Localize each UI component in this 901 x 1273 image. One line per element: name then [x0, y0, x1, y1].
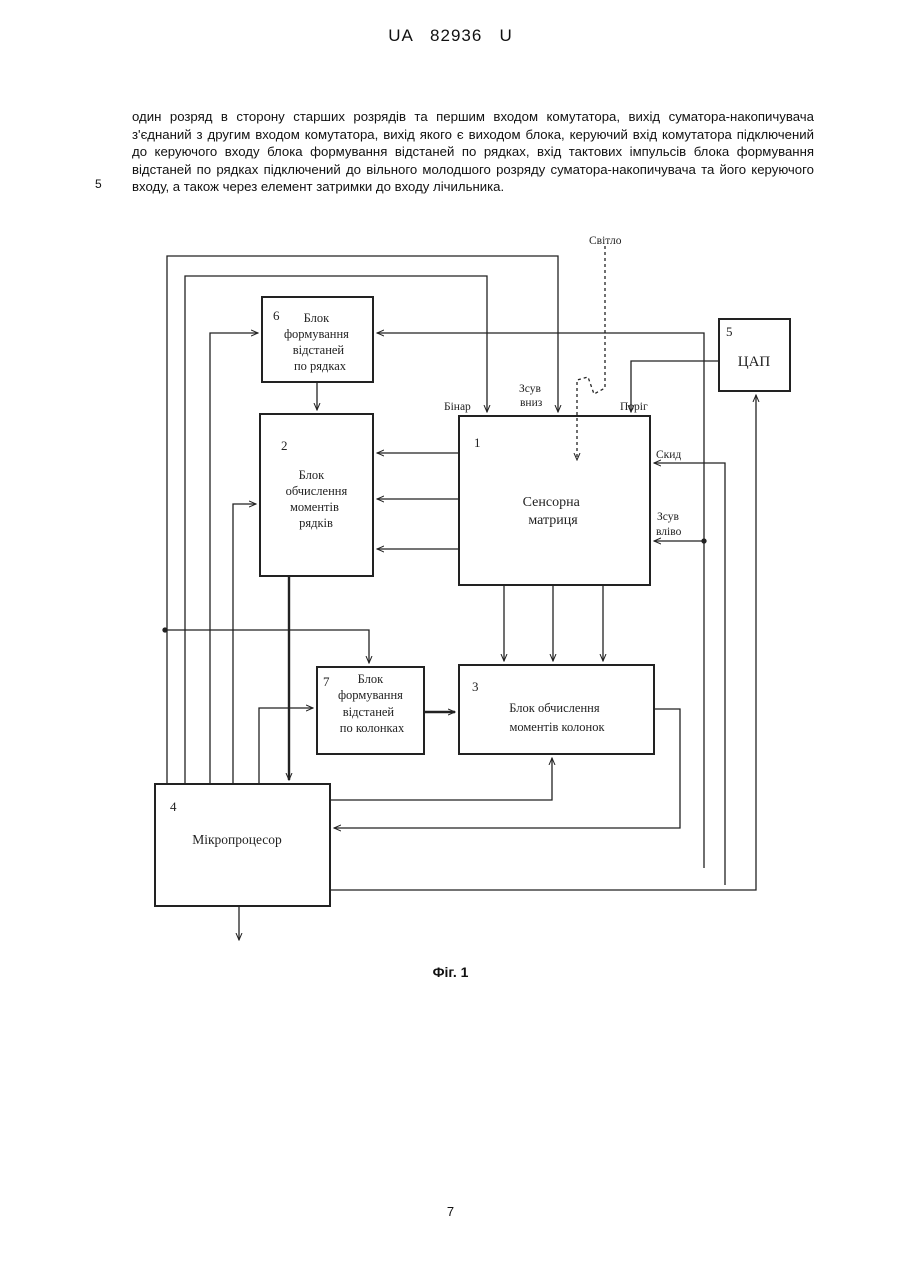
- port-shift-left-2: вліво: [656, 526, 682, 538]
- bus-line-to-2: [233, 504, 256, 784]
- port-binar: Бінар: [444, 401, 471, 413]
- port-shift-left-1: Зсув: [657, 511, 679, 523]
- block-7-label: Блок формування відстаней по колонках: [338, 672, 406, 735]
- port-shift-down-2: вниз: [520, 397, 543, 409]
- block-1-number: 1: [474, 435, 481, 450]
- junction-line: [165, 630, 369, 663]
- block-5-label: ЦАП: [738, 354, 771, 370]
- port-threshold: Поріг: [620, 401, 648, 413]
- figure-caption: Фіг. 1: [0, 964, 901, 980]
- block-2-label: Блок обчислення моментів рядків: [286, 468, 351, 530]
- block-5-number: 5: [726, 324, 733, 339]
- block-3-number: 3: [472, 679, 479, 694]
- block-4-number: 4: [170, 799, 177, 814]
- port-shift-down-1: Зсув: [519, 383, 541, 395]
- block-2-number: 2: [281, 438, 288, 453]
- light-path: [577, 246, 605, 460]
- block-3-label: Блок обчислення моментів колонок: [509, 701, 605, 734]
- light-label: Світло: [589, 235, 622, 247]
- bus-line-to-6: [210, 333, 258, 784]
- bus-line-to-7: [259, 708, 313, 784]
- block-1-label: Сенсорна матриця: [523, 495, 584, 528]
- block-6-number: 6: [273, 308, 280, 323]
- block-4-label: Мікропроцесор: [192, 832, 282, 847]
- page-number: 7: [0, 1204, 901, 1219]
- block-diagram: Світло Бінар Зсув вниз Поріг Скид Зсув в…: [0, 0, 901, 1000]
- block-6-label: Блок формування відстаней по рядках: [284, 311, 352, 373]
- block-7-number: 7: [323, 674, 330, 689]
- port-reset: Скид: [656, 449, 681, 461]
